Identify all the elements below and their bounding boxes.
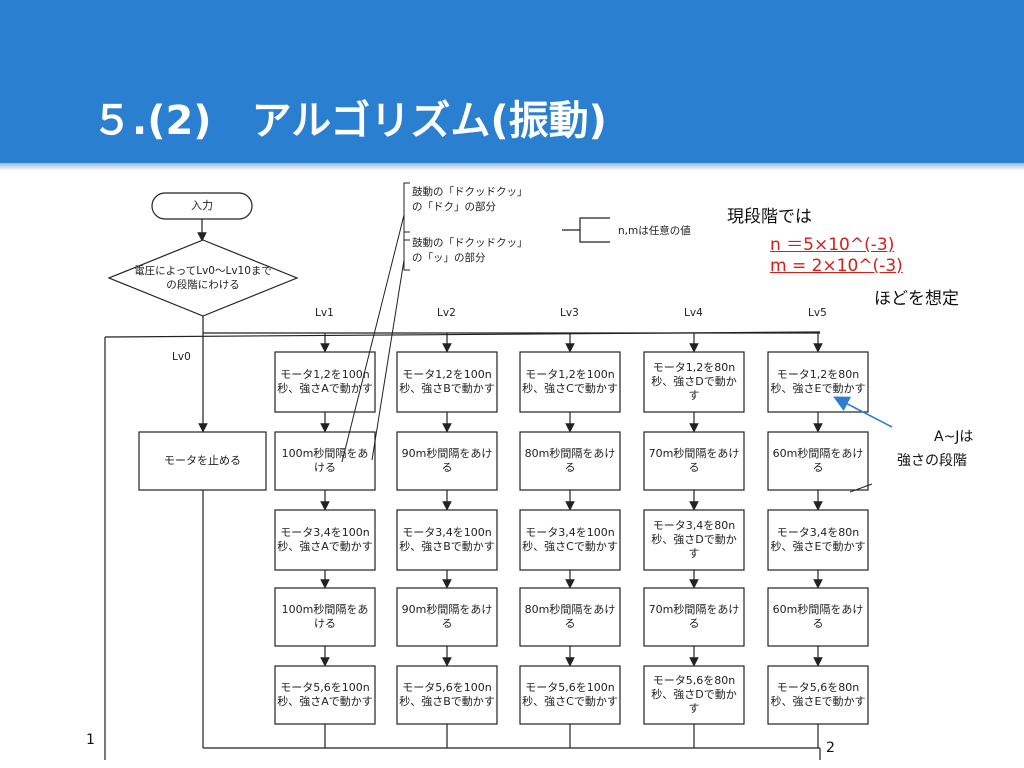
start-label: 入力 xyxy=(191,199,213,212)
note-assumed: ほどを想定 xyxy=(874,289,959,309)
level-3-step3: モータ5,6を100n秒、強さCで動かす xyxy=(522,681,618,708)
level-3-step2-box xyxy=(519,509,621,571)
level-2-gap-box xyxy=(396,431,498,491)
page-number-left: 1 xyxy=(86,732,95,748)
level-1-gap2: 100m秒間隔をあける xyxy=(281,603,369,630)
level-label-3: Lv3 xyxy=(560,307,579,319)
level-2-step1-box xyxy=(396,351,498,413)
stop-motor-box: モータを止める xyxy=(164,454,241,467)
level-3-gap2-box xyxy=(519,587,621,647)
level-3-step2: モータ3,4を100n秒、強さCで動かす xyxy=(522,526,618,553)
level-5-gap: 60m秒間隔をあける xyxy=(772,447,864,474)
level-2-step2-box xyxy=(396,509,498,571)
level-4-gap: 70m秒間隔をあける xyxy=(648,447,740,474)
level-5-gap2: 60m秒間隔をあける xyxy=(772,603,864,630)
level-5-step1-box xyxy=(767,351,869,413)
level-4-gap2: 70m秒間隔をあける xyxy=(648,603,740,630)
level-label-5: Lv5 xyxy=(808,307,827,319)
header-shadow xyxy=(0,163,1024,171)
note-strength-2: 強さの段階 xyxy=(897,453,967,469)
level-label-4: Lv4 xyxy=(684,307,703,319)
level-3-gap2: 80m秒間隔をあける xyxy=(524,603,616,630)
level-1-gap2-box xyxy=(274,587,376,647)
level-5-step2-box xyxy=(767,509,869,571)
decision-label: 電圧によってLv0～Lv10までの段階にわける xyxy=(134,265,272,291)
note-current: 現段階では xyxy=(727,207,812,227)
level-2-step3: モータ5,6を100n秒、強さBで動かす xyxy=(399,681,495,708)
level-5-step2: モータ3,4を80n秒、強さEで動かす xyxy=(770,526,866,553)
page-number-right: 2 xyxy=(826,740,835,756)
level-1-gap-box xyxy=(274,431,376,491)
level-4-step3: モータ5,6を80n秒、強さDで動かす xyxy=(651,674,737,715)
callout-doku: 鼓動の「ドクッドクッ」の「ドク」の部分 xyxy=(412,186,528,213)
level-1-step3-box xyxy=(274,665,376,725)
level-5-step3: モータ5,6を80n秒、強さEで動かす xyxy=(770,681,866,708)
level-4-step1: モータ1,2を80n秒、強さDで動かす xyxy=(651,361,737,402)
level-3-gap: 80m秒間隔をあける xyxy=(524,447,616,474)
level-4-gap-box xyxy=(643,431,745,491)
level-5-gap-box xyxy=(767,431,869,491)
level-2-step3-box xyxy=(396,665,498,725)
level-5-gap2-box xyxy=(767,587,869,647)
level-1-step2-box xyxy=(274,509,376,571)
level-2-gap: 90m秒間隔をあける xyxy=(401,447,493,474)
slide-title: ５.(2) アルゴリズム(振動) xyxy=(92,98,607,144)
level-5-step1: モータ1,2を80n秒、強さEで動かす xyxy=(770,368,866,395)
level-1-step3: モータ5,6を100n秒、強さAで動かす xyxy=(277,681,373,708)
level-3-step1: モータ1,2を100n秒、強さCで動かす xyxy=(522,368,618,395)
note-m-value: m = 2×10^(-3) xyxy=(770,256,903,276)
callout-tsu: 鼓動の「ドクッドクッ」の「ッ」の部分 xyxy=(412,237,528,264)
note-n-value: n ＝5×10^(-3) xyxy=(770,235,895,255)
level-2-step1: モータ1,2を100n秒、強さBで動かす xyxy=(399,368,495,395)
level-2-gap2-box xyxy=(396,587,498,647)
legend-text: n,mは任意の値 xyxy=(618,225,691,237)
level-1-step1: モータ1,2を100n秒、強さAで動かす xyxy=(277,368,373,395)
level-label-1: Lv1 xyxy=(315,307,334,319)
lv0-label: Lv0 xyxy=(172,351,191,363)
level-4-step2: モータ3,4を80n秒、強さDで動かす xyxy=(651,519,737,560)
slide-header xyxy=(0,0,1024,163)
level-3-step3-box xyxy=(519,665,621,725)
level-label-2: Lv2 xyxy=(437,307,456,319)
level-3-gap-box xyxy=(519,431,621,491)
level-3-step1-box xyxy=(519,351,621,413)
level-1-gap: 100m秒間隔をあける xyxy=(281,447,369,474)
level-2-gap2: 90m秒間隔をあける xyxy=(401,603,493,630)
level-4-gap2-box xyxy=(643,587,745,647)
level-4-step1-box xyxy=(643,351,745,413)
note-strength-1: A~Jは xyxy=(934,429,974,445)
level-1-step1-box xyxy=(274,351,376,413)
level-1-step2: モータ3,4を100n秒、強さAで動かす xyxy=(277,526,373,553)
level-2-step2: モータ3,4を100n秒、強さBで動かす xyxy=(399,526,495,553)
